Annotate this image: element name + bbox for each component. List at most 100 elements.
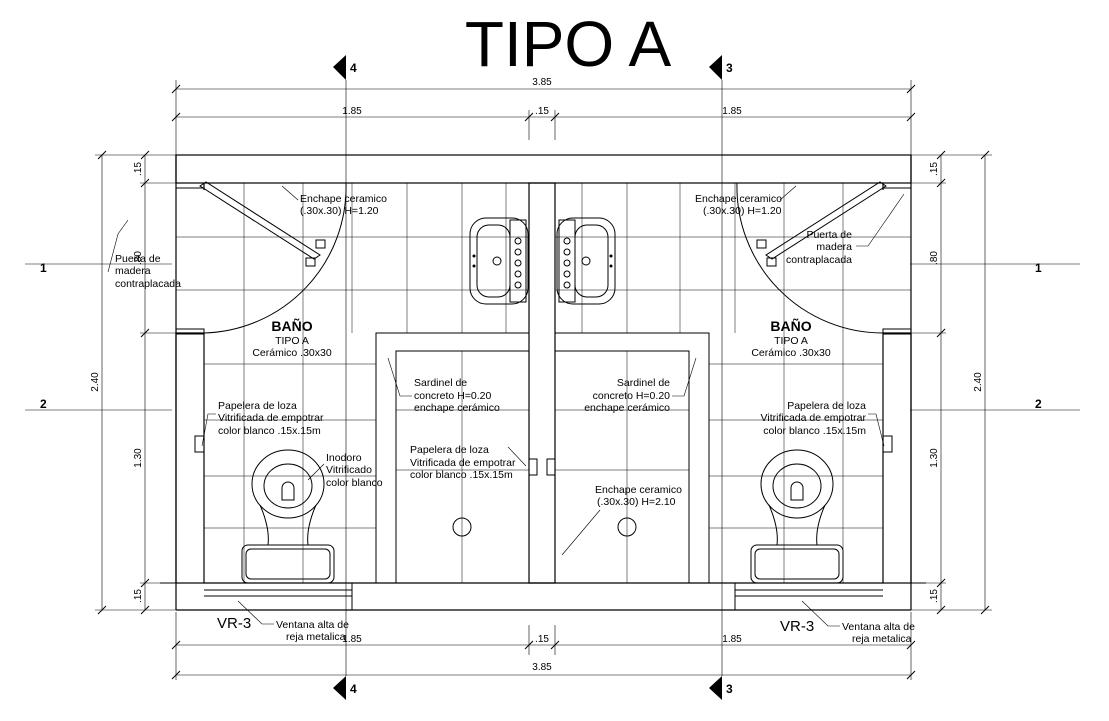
svg-text:contraplacada: contraplacada [786, 254, 852, 266]
svg-text:Vitrificada de empotrar: Vitrificada de empotrar [410, 457, 516, 469]
svg-text:2.40: 2.40 [90, 372, 101, 392]
svg-text:1.85: 1.85 [722, 634, 742, 645]
svg-text:Sardinel de: Sardinel de [617, 377, 670, 389]
svg-text:.15: .15 [929, 589, 940, 603]
dimension-top-total: 3.85 [171, 77, 916, 155]
svg-text:Inodoro: Inodoro [326, 452, 362, 464]
svg-text:1.85: 1.85 [342, 634, 362, 645]
svg-text:color blanco .15x.15m: color blanco .15x.15m [218, 425, 321, 437]
svg-text:Papelera de loza: Papelera de loza [787, 400, 866, 412]
svg-text:Cerámico .30x30: Cerámico .30x30 [751, 347, 831, 359]
svg-text:1.85: 1.85 [722, 106, 742, 117]
note-sardinel-right: Sardinel de concreto H=0.20 enchape cerá… [584, 357, 697, 414]
svg-text:4: 4 [350, 682, 357, 696]
section-mark-3-bottom: 3 [709, 676, 733, 700]
dimension-left: 2.40 .15 .80 1.30 .15 [90, 150, 176, 615]
svg-text:1: 1 [40, 261, 47, 275]
svg-text:Puerta de: Puerta de [806, 229, 852, 241]
axis-mark-1-right: 1 [910, 261, 1080, 275]
svg-text:2: 2 [1035, 397, 1042, 411]
svg-text:Papelera de loza: Papelera de loza [218, 400, 297, 412]
axis-mark-2-right: 2 [910, 397, 1080, 411]
svg-text:Papelera de loza: Papelera de loza [410, 444, 489, 456]
svg-text:TIPO A: TIPO A [275, 335, 309, 347]
svg-text:.15: .15 [133, 589, 144, 603]
svg-text:2: 2 [40, 397, 47, 411]
toilet-right [750, 449, 844, 584]
room-label-right: BAÑO TIPO A Cerámico .30x30 [751, 317, 831, 359]
note-papelera-left: Papelera de loza Vitrificada de empotrar… [201, 400, 324, 447]
note-ventana-right: Ventana alta de reja metalica [801, 600, 915, 645]
svg-text:enchape cerámico: enchape cerámico [584, 402, 670, 414]
svg-text:3: 3 [726, 61, 733, 75]
svg-text:Enchape ceramico: Enchape ceramico [300, 193, 387, 205]
note-inodoro: Inodoro Vitrificado color blanco [307, 452, 383, 489]
note-papelera-right: Papelera de loza Vitrificada de empotrar… [761, 400, 885, 447]
sink-left [469, 217, 529, 305]
dimension-top-parts: 1.85 .15 1.85 [171, 106, 916, 140]
svg-text:Sardinel de: Sardinel de [414, 377, 467, 389]
tile-grid-right [555, 183, 911, 583]
toilet-left [241, 449, 335, 584]
svg-text:1.30: 1.30 [929, 448, 940, 468]
note-puerta-right: Puerta de madera contraplacada [786, 193, 905, 266]
note-enchape-ducha: Enchape ceramico (.30x.30) H=2.10 [561, 484, 682, 556]
svg-text:Vitrificada de empotrar: Vitrificada de empotrar [218, 412, 324, 424]
svg-text:Ventana alta de: Ventana alta de [276, 619, 349, 631]
svg-text:color blanco .15x.15m: color blanco .15x.15m [410, 469, 513, 481]
svg-text:concreto H=0.20: concreto H=0.20 [593, 390, 671, 402]
svg-text:enchape cerámico: enchape cerámico [414, 402, 500, 414]
dimension-bottom-total: 3.85 [171, 662, 916, 680]
paper-holder-left [194, 435, 205, 453]
door-right [736, 181, 912, 335]
door-left [175, 181, 347, 335]
note-enchape-right: Enchape ceramico (.30x.30) H=1.20 [695, 185, 797, 217]
svg-text:1.85: 1.85 [342, 106, 362, 117]
tile-grid-left [176, 183, 529, 583]
svg-text:Cerámico .30x30: Cerámico .30x30 [252, 347, 332, 359]
svg-text:.15: .15 [535, 634, 549, 645]
svg-text:Vitrificada de empotrar: Vitrificada de empotrar [761, 412, 867, 424]
svg-text:TIPO A: TIPO A [774, 335, 808, 347]
note-ventana-left: Ventana alta de reja metalica [237, 600, 349, 643]
svg-text:1: 1 [1035, 261, 1042, 275]
note-sardinel-left: Sardinel de concreto H=0.20 enchape cerá… [387, 357, 500, 414]
room-label-left: BAÑO TIPO A Cerámico .30x30 [252, 317, 332, 359]
svg-text:4: 4 [350, 61, 357, 75]
svg-text:.80: .80 [929, 251, 940, 265]
svg-text:madera: madera [816, 241, 852, 253]
section-mark-4-bottom: 4 [333, 676, 357, 700]
svg-text:.80: .80 [133, 251, 144, 265]
svg-text:reja metalica: reja metalica [286, 631, 346, 643]
axis-mark-2-left: 2 [25, 397, 172, 411]
svg-text:Puerta de: Puerta de [115, 253, 161, 265]
svg-text:Enchape ceramico: Enchape ceramico [695, 193, 782, 205]
svg-text:concreto H=0.20: concreto H=0.20 [414, 390, 492, 402]
sink-right [556, 217, 616, 305]
svg-text:contraplacada: contraplacada [115, 278, 181, 290]
svg-text:Enchape ceramico: Enchape ceramico [595, 484, 682, 496]
section-mark-3-top: 3 [709, 55, 733, 80]
shower-right [554, 332, 710, 584]
svg-text:3.85: 3.85 [532, 662, 552, 673]
note-papelera-center: Papelera de loza Vitrificada de empotrar… [410, 444, 527, 481]
svg-text:Ventana alta de: Ventana alta de [842, 621, 915, 633]
svg-text:3.85: 3.85 [532, 77, 552, 88]
svg-text:color blanco .15x.15m: color blanco .15x.15m [763, 425, 866, 437]
svg-text:BAÑO: BAÑO [770, 317, 811, 334]
axis-mark-1-left: 1 [25, 261, 172, 275]
dimension-bottom-parts: 1.85 .15 1.85 [171, 612, 916, 680]
paper-holder-center [528, 458, 556, 476]
svg-text:(.30x.30) H=1.20: (.30x.30) H=1.20 [703, 205, 782, 217]
vr-label-right: VR-3 [780, 618, 814, 635]
svg-text:Vitrificado: Vitrificado [326, 464, 372, 476]
svg-text:madera: madera [115, 265, 151, 277]
svg-text:3: 3 [726, 682, 733, 696]
svg-text:.15: .15 [929, 162, 940, 176]
svg-text:.15: .15 [535, 106, 549, 117]
section-mark-4-top: 4 [333, 55, 357, 80]
dimension-right: 2.40 .15 .80 1.30 .15 [911, 150, 992, 615]
svg-text:(.30x.30) H=1.20: (.30x.30) H=1.20 [300, 205, 379, 217]
plan-title: TIPO A [465, 8, 672, 80]
svg-text:reja metalica: reja metalica [852, 633, 912, 645]
